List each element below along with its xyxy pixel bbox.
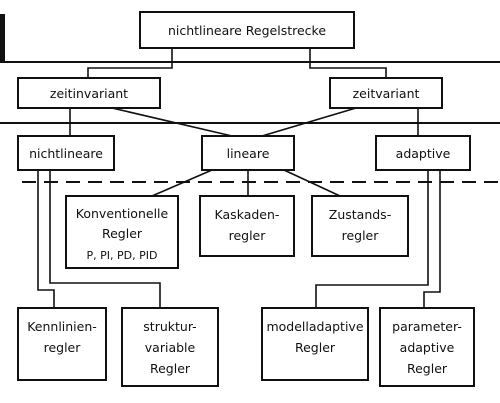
edge-nichtlineare-struktur	[49, 170, 161, 308]
node-kennlinien: Kennlinien- regler	[17, 307, 107, 381]
node-konventionelle-line-1: Konventionelle	[76, 206, 169, 221]
node-konventionelle: Konventionelle Regler P, PI, PD, PID	[65, 195, 179, 269]
node-konventionelle-line-2: Regler	[102, 226, 143, 241]
node-parameteradaptive-line-2: adaptive	[400, 340, 455, 355]
node-parameteradaptive-line-3: Regler	[407, 361, 448, 376]
node-root: nichtlineare Regelstrecke	[139, 11, 355, 49]
node-modelladaptive: modelladaptive Regler	[261, 307, 369, 381]
node-nichtlineare-label: nichtlineare	[29, 146, 103, 161]
node-modelladaptive-line-2: Regler	[295, 340, 336, 355]
edge-adaptive-parameteradaptive	[423, 170, 441, 308]
node-adaptive: adaptive	[375, 135, 471, 171]
node-nichtlineare: nichtlineare	[17, 135, 115, 171]
edge-root-zeitvariant	[309, 48, 387, 78]
node-parameteradaptive-line-1: parameter-	[392, 319, 462, 334]
node-struktur-line-3: Regler	[150, 361, 191, 376]
node-kennlinien-line-1: Kennlinien-	[27, 319, 97, 334]
edge-root-zeitinvariant	[87, 48, 173, 78]
node-parameteradaptive: parameter- adaptive Regler	[379, 307, 475, 387]
node-struktur-line-2: variable	[145, 340, 196, 355]
node-zustands-line-1: Zustands-	[329, 207, 391, 222]
node-zeitvariant-label: zeitvariant	[353, 86, 420, 101]
edge-adaptive-modelladaptive	[315, 170, 429, 308]
node-kaskaden-line-2: regler	[229, 228, 267, 243]
edge-nichtlineare-kennlinien	[37, 170, 55, 308]
node-konventionelle-line-3: P, PI, PD, PID	[87, 249, 158, 262]
node-lineare: lineare	[201, 135, 295, 171]
node-kaskaden: Kaskaden- regler	[199, 195, 295, 257]
node-modelladaptive-line-1: modelladaptive	[266, 319, 363, 334]
node-lineare-label: lineare	[227, 146, 270, 161]
connectors	[37, 48, 441, 308]
left-edge-mark	[0, 14, 5, 62]
node-zustands-line-2: regler	[342, 228, 380, 243]
node-zustands: Zustands- regler	[311, 195, 409, 257]
edge-lineare-konventionelle	[151, 169, 213, 197]
edge-zi-lineare	[111, 107, 233, 137]
node-zeitinvariant-label: zeitinvariant	[50, 86, 128, 101]
node-kennlinien-line-2: regler	[44, 340, 82, 355]
node-zeitvariant: zeitvariant	[329, 77, 443, 109]
edge-lineare-zustands	[283, 169, 341, 197]
node-root-label: nichtlineare Regelstrecke	[168, 23, 326, 38]
edge-zv-lineare	[261, 107, 357, 137]
node-adaptive-label: adaptive	[396, 146, 451, 161]
node-struktur-line-1: struktur-	[143, 319, 196, 334]
node-kaskaden-line-1: Kaskaden-	[215, 207, 280, 222]
node-struktur: struktur- variable Regler	[121, 307, 219, 387]
node-zeitinvariant: zeitinvariant	[17, 77, 161, 109]
